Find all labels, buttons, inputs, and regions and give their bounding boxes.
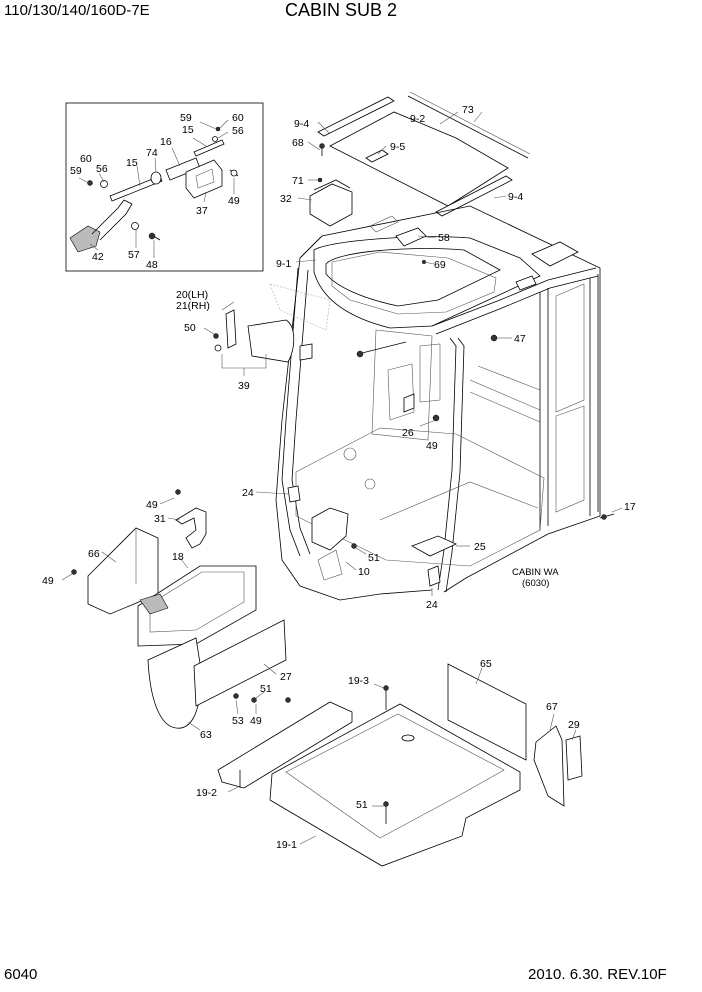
callout: 60 xyxy=(80,153,92,165)
callout: 69 xyxy=(434,259,446,271)
callout: 59 xyxy=(180,112,192,124)
callout-labels: 73 9-4 9-2 68 9-5 71 32 9-4 58 9-1 69 47… xyxy=(42,104,636,851)
callout: 74 xyxy=(146,147,158,159)
roof-parts xyxy=(297,91,531,227)
callout: 9-2 xyxy=(410,113,425,125)
callout: 19-3 xyxy=(348,675,369,687)
note-cabin-wa-ref: (6030) xyxy=(522,578,549,589)
callout: 26 xyxy=(402,427,414,439)
callout: 19-1 xyxy=(276,839,297,851)
callout: 27 xyxy=(280,671,292,683)
callout: 47 xyxy=(514,333,526,345)
callout: 9-1 xyxy=(276,258,291,270)
callout: 51 xyxy=(368,552,380,564)
callout: 24 xyxy=(242,487,254,499)
callout: 15 xyxy=(182,124,194,136)
callout: 10 xyxy=(358,566,370,578)
callout: 24 xyxy=(426,599,438,611)
callout: 9-4 xyxy=(508,191,523,203)
callout: 68 xyxy=(292,137,304,149)
callout: 60 xyxy=(232,112,244,124)
callout: 53 xyxy=(232,715,244,727)
callout: 19-2 xyxy=(196,787,217,799)
callout: 17 xyxy=(624,501,636,513)
callout: 21(RH) xyxy=(176,300,210,312)
callout: 57 xyxy=(128,249,140,261)
callout: 49 xyxy=(42,575,54,587)
callout: 48 xyxy=(146,259,158,271)
callout: 59 xyxy=(70,165,82,177)
callout: 20(LH) xyxy=(176,289,208,301)
callout: 71 xyxy=(292,175,304,187)
callout: 16 xyxy=(160,136,172,148)
callout: 9-4 xyxy=(294,118,309,130)
callout: 49 xyxy=(250,715,262,727)
callout: 50 xyxy=(184,322,196,334)
callout: 39 xyxy=(238,380,250,392)
callout: 31 xyxy=(154,513,166,525)
callout: 51 xyxy=(260,683,272,695)
date-revision: 2010. 6.30. REV.10F xyxy=(528,966,667,983)
callout: 15 xyxy=(126,157,138,169)
page-number: 6040 xyxy=(4,966,38,983)
page-title: CABIN SUB 2 xyxy=(285,0,398,20)
callout: 65 xyxy=(480,658,492,670)
floor-plate-parts xyxy=(217,663,583,867)
callout: 56 xyxy=(96,163,108,175)
callout: 49 xyxy=(228,195,240,207)
callout: 66 xyxy=(88,548,100,560)
console-parts xyxy=(61,489,291,731)
model-number: 110/130/140/160D-7E xyxy=(4,2,150,19)
callout: 67 xyxy=(546,701,558,713)
callout: 42 xyxy=(92,251,104,263)
callout: 49 xyxy=(426,440,438,452)
callout: 32 xyxy=(280,193,292,205)
pedal-inset xyxy=(65,102,264,272)
callout: 18 xyxy=(172,551,184,563)
callout: 56 xyxy=(232,125,244,137)
mirror-parts xyxy=(203,301,295,376)
cabin-frame xyxy=(255,205,623,601)
callout: 58 xyxy=(438,232,450,244)
callout: 63 xyxy=(200,729,212,741)
callout: 73 xyxy=(462,104,474,116)
callout: 37 xyxy=(196,205,208,217)
note-cabin-wa: CABIN WA xyxy=(512,567,559,578)
callout: 49 xyxy=(146,499,158,511)
callout: 9-5 xyxy=(390,141,405,153)
callout: 51 xyxy=(356,799,368,811)
callout: 29 xyxy=(568,719,580,731)
callout: 25 xyxy=(474,541,486,553)
